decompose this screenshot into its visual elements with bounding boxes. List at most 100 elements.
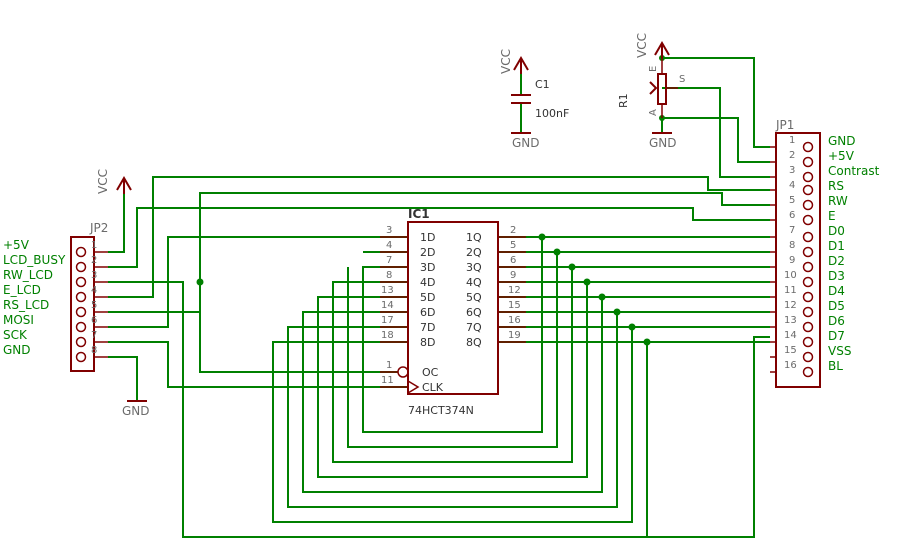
jp1-net-label: D5	[828, 299, 845, 313]
wire-r1-s	[662, 87, 770, 178]
jp2-net-label: +5V	[3, 238, 30, 252]
jp1-net-label: D4	[828, 284, 845, 298]
jp1-net-label: RW	[828, 194, 848, 208]
wire-chain-5q	[302, 297, 603, 493]
r1-pin-a: A	[648, 109, 659, 116]
ic1-d5-label: 5D	[420, 291, 435, 304]
wire-r1-e	[662, 57, 770, 148]
junction-dot	[538, 233, 546, 241]
ic1-d8-pinnum: 18	[381, 330, 394, 341]
ic1-d6-pinnum: 14	[381, 300, 394, 311]
jp1-header: JP1 1 2 3 4 5 6 7 8 9 10 11 12	[770, 118, 880, 388]
r1-vcc-label: VCC	[635, 33, 649, 58]
ic1-q7-pinnum: 16	[508, 315, 521, 326]
jp1-pin-num: 16	[784, 360, 797, 371]
r1-wiper-arrow-icon	[649, 81, 658, 95]
jp1-name: JP1	[775, 118, 794, 132]
ic1-clk-label: CLK	[422, 381, 444, 394]
ic1-q6-label: 6Q	[466, 306, 482, 319]
r1-pin-e: E	[648, 66, 659, 72]
c1-vcc-label: VCC	[499, 49, 513, 74]
jp1-pin-num: 8	[789, 240, 795, 251]
jp1-net-label: +5V	[828, 149, 855, 163]
wire-e-lcd	[108, 176, 770, 298]
wires	[108, 57, 770, 538]
jp2-net-label: RW_LCD	[3, 268, 53, 282]
ic1-q3-pinnum: 6	[510, 255, 516, 266]
ic1-d3-pinnum: 7	[386, 255, 392, 266]
jp1-net-label: D0	[828, 224, 845, 238]
junction-dot	[613, 308, 621, 316]
ic1-q2-pinnum: 5	[510, 240, 516, 251]
jp2-net-label: SCK	[3, 328, 28, 342]
ic1-q3-label: 3Q	[466, 261, 482, 274]
jp1-pin-num: 1	[789, 135, 795, 146]
jp2-pin-num: 3	[91, 270, 97, 281]
ic1-d-pins	[380, 236, 526, 388]
jp1-net-label: D7	[828, 329, 845, 343]
ic1-q7-label: 7Q	[466, 321, 482, 334]
junction-dot	[568, 263, 576, 271]
ic1-oc-bubble	[397, 366, 409, 378]
ic1-q4-pinnum: 9	[510, 270, 516, 281]
jp2-net-label: MOSI	[3, 313, 34, 327]
jp2-name: JP2	[89, 221, 108, 235]
ic1-d5-pinnum: 13	[381, 285, 394, 296]
jp2-pin-num: 4	[91, 285, 97, 296]
ic1-q5-pinnum: 12	[508, 285, 521, 296]
jp2-pin-num: 7	[91, 330, 97, 341]
jp2-vcc-label: VCC	[96, 169, 110, 194]
jp1-net-label: RS	[828, 179, 844, 193]
wire-chain-6q	[287, 312, 618, 508]
wire-chain-4q	[317, 282, 588, 478]
ic1: IC1 74HCT374N 3 1D 4 2D 7	[380, 207, 526, 417]
jp2-body	[70, 236, 95, 372]
jp1-pin-num: 11	[784, 285, 797, 296]
jp1-pin-num: 15	[784, 345, 797, 356]
jp1-net-label: BL	[828, 359, 843, 373]
wire-jp2-gnd	[108, 356, 138, 401]
ic1-q4-label: 4Q	[466, 276, 482, 289]
c1-capacitor: VCC C1 100nF GND	[499, 49, 569, 150]
junction-dot	[553, 248, 561, 256]
jp1-pin-num: 12	[784, 300, 797, 311]
wire-mosi	[108, 236, 408, 328]
junction-dot	[598, 293, 606, 301]
wire-chain-7q	[272, 327, 633, 523]
jp2-pins	[75, 246, 108, 363]
ic1-clk-wedge	[407, 380, 420, 394]
wire-chain-1q-2d	[362, 237, 543, 433]
wire-rw-lcd	[108, 281, 770, 538]
ic1-d1-pinnum: 3	[386, 225, 392, 236]
ic1-q2-label: 2Q	[466, 246, 482, 259]
jp2-pin-num: 2	[91, 255, 97, 266]
ic1-q6-pinnum: 15	[508, 300, 521, 311]
jp1-pin-num: 10	[784, 270, 797, 281]
jp1-pin-num: 9	[789, 255, 795, 266]
jp2-net-label: E_LCD	[3, 283, 41, 297]
jp1-net-label: VSS	[828, 344, 851, 358]
wire-chain-2q	[347, 252, 558, 448]
ic1-d4-label: 4D	[420, 276, 435, 289]
jp2-net-label: LCD_BUSY	[3, 253, 66, 267]
jp1-net-label: D2	[828, 254, 845, 268]
junction-dot	[583, 278, 591, 286]
junction-dot	[628, 323, 636, 331]
jp1-pin-num: 13	[784, 315, 797, 326]
ic1-clk-pinnum: 11	[381, 375, 394, 386]
jp1-pin-num: 2	[789, 150, 795, 161]
jp1-pins	[770, 141, 814, 378]
wire-jp2-vcc	[108, 186, 125, 253]
jp1-pin-num: 14	[784, 330, 797, 341]
jp1-net-label: D6	[828, 314, 845, 328]
ic1-body	[407, 221, 499, 395]
ic1-d2-label: 2D	[420, 246, 435, 259]
jp1-net-label: D1	[828, 239, 845, 253]
wire-chain-3q	[332, 267, 573, 463]
ic1-q8-label: 8Q	[466, 336, 482, 349]
r1-pin-s: S	[679, 74, 685, 85]
wire-lcd-busy	[108, 207, 770, 268]
junction-dot	[196, 278, 204, 286]
jp1-pin-num: 5	[789, 195, 795, 206]
